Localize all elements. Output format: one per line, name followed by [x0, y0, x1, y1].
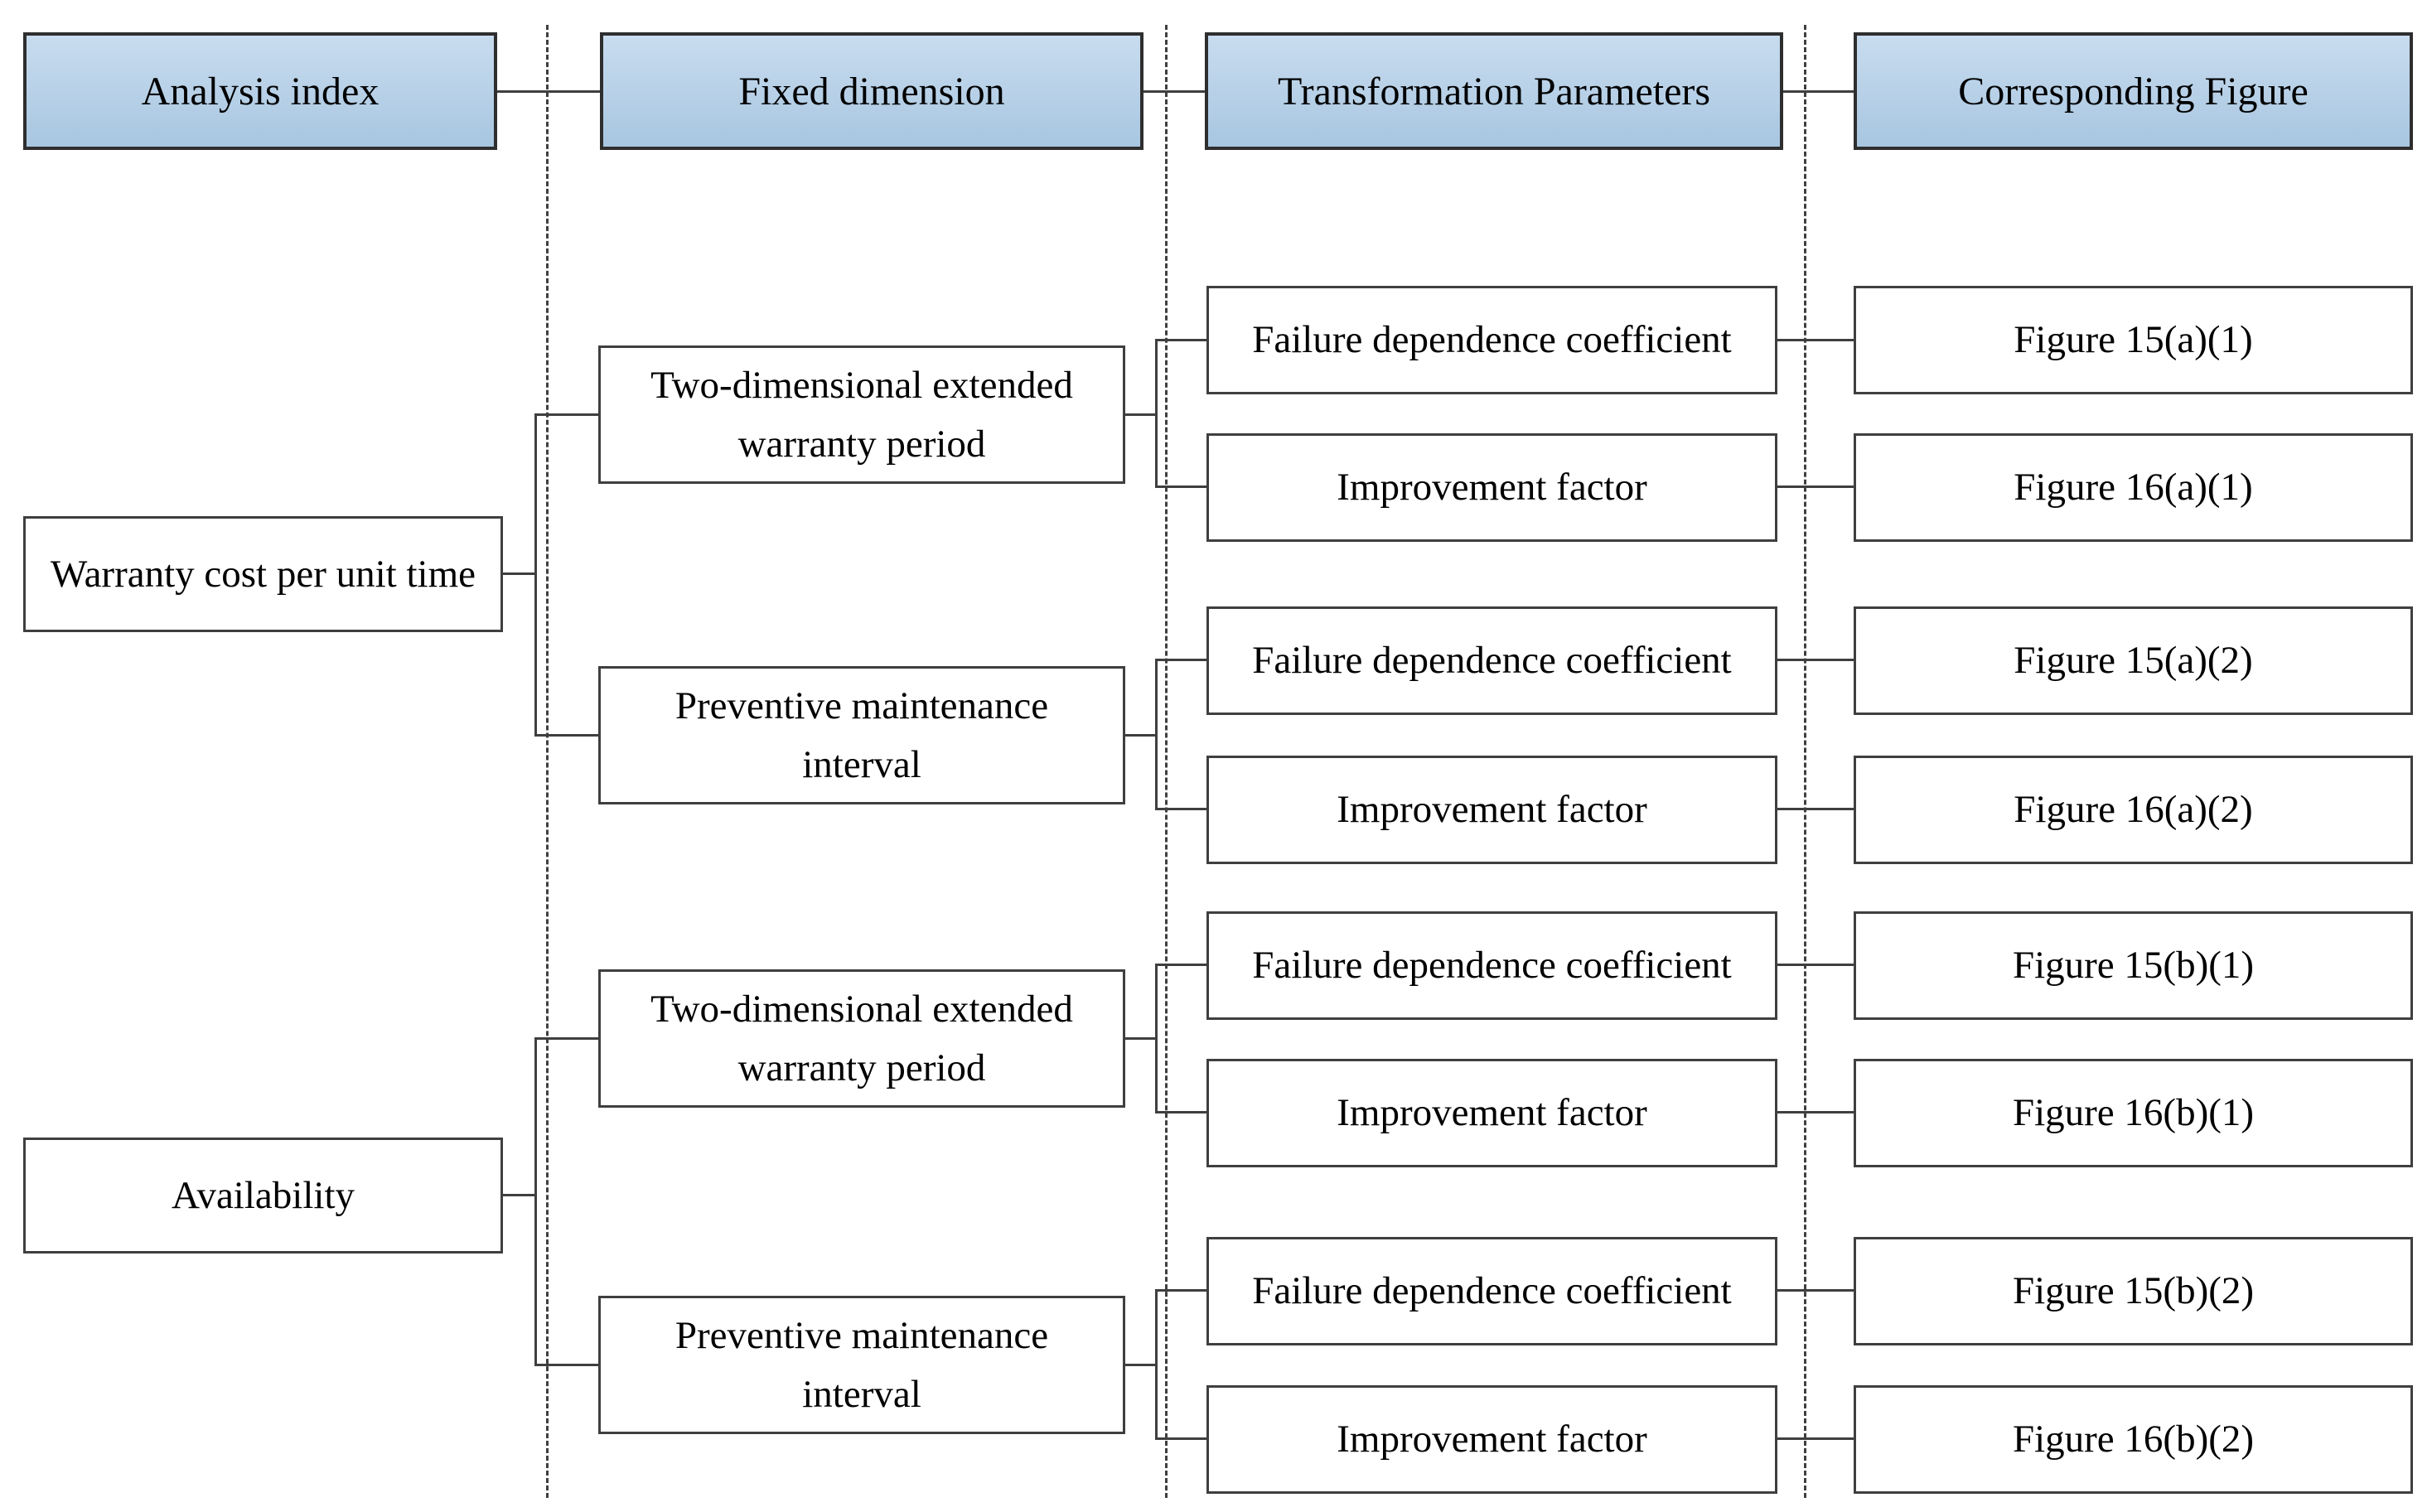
figure-label: Figure 15(a)(2): [2014, 639, 2253, 683]
connector-stub: [1125, 1364, 1155, 1366]
header-connector-line: [1143, 90, 1205, 93]
bracket-line: [534, 413, 537, 737]
connector-stub: [1125, 734, 1155, 737]
column-header-label: Transformation Parameters: [1277, 69, 1711, 114]
figure-box-1: Figure 15(a)(1): [1854, 286, 2413, 394]
figure-label: Figure 16(b)(2): [2012, 1418, 2255, 1461]
column-header-transformation-parameters: Transformation Parameters: [1205, 32, 1783, 150]
column-separator-3: [1804, 25, 1806, 1498]
connector-stub: [1155, 659, 1206, 661]
figure-box-6: Figure 16(b)(1): [1854, 1059, 2413, 1167]
figure-label: Figure 15(a)(1): [2014, 318, 2253, 362]
figure-box-8: Figure 16(b)(2): [1854, 1385, 2413, 1494]
fixed-dimension-box-1: Two-dimensional extended warranty period: [598, 345, 1125, 484]
connector-stub: [1125, 1037, 1155, 1040]
fixed-dimension-label: Preventive maintenance interval: [674, 684, 1049, 786]
transformation-parameter-label: Failure dependence coefficient: [1252, 639, 1732, 683]
column-header-fixed-dimension: Fixed dimension: [600, 32, 1143, 150]
transformation-parameter-box-2: Improvement factor: [1206, 433, 1777, 542]
connector-line: [1777, 1111, 1854, 1113]
fixed-dimension-label: Two-dimensional extended warranty period: [650, 988, 1073, 1089]
transformation-parameter-label: Failure dependence coefficient: [1252, 944, 1732, 988]
figure-label: Figure 15(b)(2): [2012, 1269, 2255, 1313]
bracket-line: [1155, 1289, 1158, 1440]
fixed-dimension-label: Two-dimensional extended warranty period: [650, 364, 1073, 466]
connector-line: [1777, 1289, 1854, 1292]
connector-stub: [1155, 1111, 1206, 1113]
fixed-dimension-box-2: Preventive maintenance interval: [598, 666, 1125, 804]
fixed-dimension-box-4: Preventive maintenance interval: [598, 1296, 1125, 1434]
connector-stub: [534, 734, 598, 737]
connector-stub: [534, 1037, 598, 1040]
connector-stub: [534, 413, 598, 416]
connector-line: [1777, 964, 1854, 966]
transformation-parameter-label: Failure dependence coefficient: [1252, 1269, 1732, 1313]
connector-stub: [503, 1194, 534, 1196]
header-connector-line: [1783, 90, 1854, 93]
figure-label: Figure 15(b)(1): [2012, 944, 2255, 988]
connector-line: [1777, 1437, 1854, 1440]
transformation-parameter-box-5: Failure dependence coefficient: [1206, 911, 1777, 1020]
column-header-label: Fixed dimension: [738, 69, 1005, 114]
connector-line: [1777, 339, 1854, 341]
figure-box-2: Figure 16(a)(1): [1854, 433, 2413, 542]
connector-stub: [534, 1364, 598, 1366]
transformation-parameter-box-6: Improvement factor: [1206, 1059, 1777, 1167]
connector-stub: [1155, 339, 1206, 341]
column-header-label: Corresponding Figure: [1958, 69, 2309, 114]
figure-box-4: Figure 16(a)(2): [1854, 756, 2413, 864]
analysis-index-label: Warranty cost per unit time: [50, 552, 476, 596]
transformation-parameter-label: Improvement factor: [1337, 788, 1647, 832]
connector-stub: [1155, 808, 1206, 810]
connector-stub: [1155, 1437, 1206, 1440]
analysis-index-label: Availability: [171, 1173, 355, 1217]
transformation-parameter-box-7: Failure dependence coefficient: [1206, 1237, 1777, 1345]
fixed-dimension-label: Preventive maintenance interval: [674, 1314, 1049, 1416]
analysis-index-box-warranty-cost: Warranty cost per unit time: [23, 516, 503, 632]
bracket-line: [1155, 339, 1158, 488]
transformation-parameter-box-1: Failure dependence coefficient: [1206, 286, 1777, 394]
figure-label: Figure 16(a)(2): [2014, 788, 2253, 832]
connector-stub: [1155, 1289, 1206, 1292]
transformation-parameter-label: Failure dependence coefficient: [1252, 318, 1732, 362]
connector-stub: [1155, 964, 1206, 966]
connector-line: [1777, 659, 1854, 661]
figure-label: Figure 16(b)(1): [2012, 1091, 2255, 1135]
transformation-parameter-label: Improvement factor: [1337, 1091, 1647, 1135]
figure-box-3: Figure 15(a)(2): [1854, 606, 2413, 715]
header-connector-line: [497, 90, 600, 93]
transformation-parameter-label: Improvement factor: [1337, 466, 1647, 510]
column-header-analysis-index: Analysis index: [23, 32, 497, 150]
column-separator-2: [1165, 25, 1168, 1498]
connector-stub: [1155, 485, 1206, 488]
bracket-line: [1155, 659, 1158, 810]
figure-box-5: Figure 15(b)(1): [1854, 911, 2413, 1020]
bracket-line: [534, 1037, 537, 1366]
column-header-label: Analysis index: [141, 69, 380, 114]
transformation-parameter-box-3: Failure dependence coefficient: [1206, 606, 1777, 715]
figure-box-7: Figure 15(b)(2): [1854, 1237, 2413, 1345]
connector-stub: [503, 572, 534, 575]
figure-label: Figure 16(a)(1): [2014, 466, 2253, 510]
connector-line: [1777, 808, 1854, 810]
column-separator-1: [546, 25, 549, 1498]
fixed-dimension-box-3: Two-dimensional extended warranty period: [598, 969, 1125, 1108]
column-header-corresponding-figure: Corresponding Figure: [1854, 32, 2413, 150]
connector-line: [1777, 485, 1854, 488]
analysis-index-box-availability: Availability: [23, 1138, 503, 1254]
transformation-parameter-box-8: Improvement factor: [1206, 1385, 1777, 1494]
transformation-parameter-label: Improvement factor: [1337, 1418, 1647, 1461]
connector-stub: [1125, 413, 1155, 416]
bracket-line: [1155, 964, 1158, 1113]
transformation-parameter-box-4: Improvement factor: [1206, 756, 1777, 864]
